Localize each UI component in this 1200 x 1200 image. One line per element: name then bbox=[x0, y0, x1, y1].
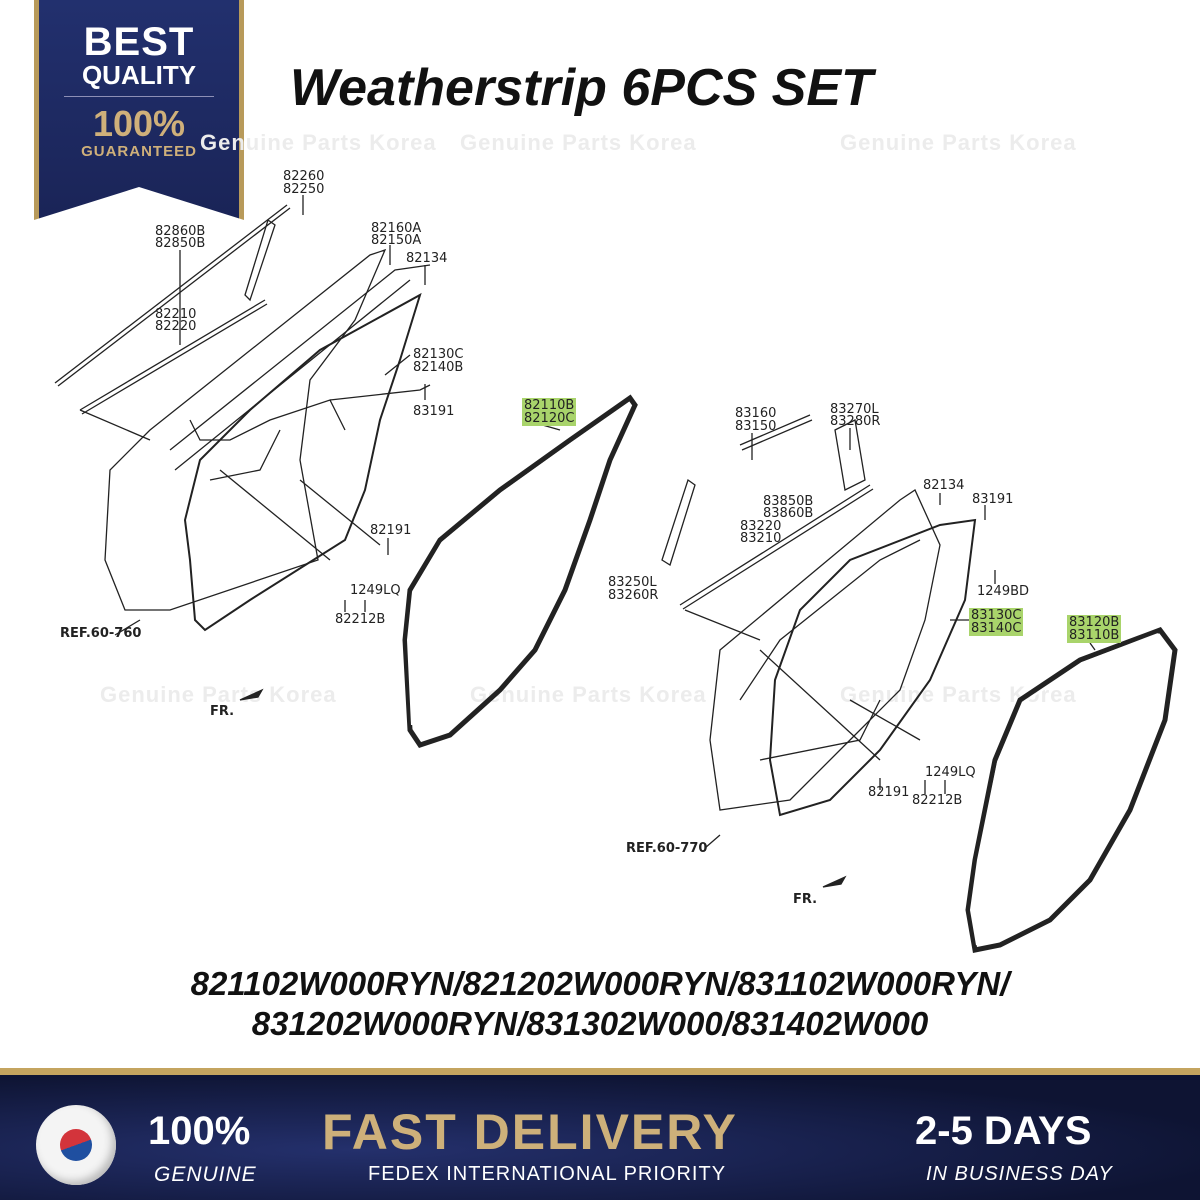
label-83280r: 83280R bbox=[830, 414, 881, 429]
watermark: Genuine Parts Korea bbox=[200, 130, 437, 155]
fr-arrow-icon bbox=[239, 688, 847, 888]
label-ref-60-770: REF.60-770 bbox=[626, 841, 708, 856]
label-83270l: 83270L bbox=[830, 402, 879, 417]
label-82210: 82210 bbox=[155, 307, 197, 322]
badge-best: BEST bbox=[83, 20, 195, 64]
fedex-label: FEDEX INTERNATIONAL PRIORITY bbox=[368, 1163, 727, 1185]
label-fr: FR. bbox=[210, 704, 235, 719]
label-82134: 82134 bbox=[406, 251, 448, 266]
fast-delivery-heading: FAST DELIVERY bbox=[322, 1104, 738, 1160]
label-82191: 82191 bbox=[868, 785, 910, 800]
label-83191: 83191 bbox=[413, 404, 455, 419]
genuine-label: GENUINE bbox=[154, 1163, 257, 1186]
label-82110b: 82110B bbox=[524, 398, 575, 413]
front-door-weatherstrip-82130c bbox=[183, 292, 422, 632]
label-82140b: 82140B bbox=[413, 360, 464, 375]
page-title: Weatherstrip 6PCS SET bbox=[290, 59, 873, 117]
label-fr: FR. bbox=[793, 892, 818, 907]
watermark: Genuine Parts Korea bbox=[460, 130, 697, 155]
label-83140c: 83140C bbox=[971, 621, 1022, 636]
label-82860b: 82860B bbox=[155, 224, 206, 239]
label-82130c: 82130C bbox=[413, 347, 464, 362]
label-83110b: 83110B bbox=[1069, 628, 1120, 643]
watermark: Genuine Parts Korea bbox=[100, 682, 337, 707]
front-body-weatherstrip-82110b bbox=[402, 394, 638, 748]
badge-divider bbox=[64, 96, 214, 97]
label-1249lq: 1249LQ bbox=[925, 765, 976, 780]
label-1249bd: 1249BD bbox=[977, 584, 1030, 599]
label-83860b: 83860B bbox=[763, 506, 814, 521]
label-82160a: 82160A bbox=[371, 221, 422, 236]
badge-guaranteed: GUARANTEED bbox=[81, 143, 197, 160]
watermark: Genuine Parts Korea bbox=[840, 130, 1077, 155]
front-door-frame bbox=[54, 204, 431, 611]
label-82212b: 82212B bbox=[912, 793, 963, 808]
business-day-label: IN BUSINESS DAY bbox=[926, 1163, 1113, 1185]
label-82260: 82260 bbox=[283, 169, 325, 184]
rear-door-frame bbox=[661, 414, 941, 811]
label-ref-60-760: REF.60-760 bbox=[60, 626, 142, 641]
label-83191: 83191 bbox=[972, 492, 1014, 507]
watermark: Genuine Parts Korea bbox=[470, 682, 707, 707]
best-quality-badge: BEST QUALITY 100% GUARANTEED bbox=[34, 0, 244, 220]
label-83160: 83160 bbox=[735, 406, 777, 421]
part-numbers-line-2: 831202W000RYN/831302W000/831402W000 bbox=[251, 1005, 929, 1042]
label-82212b: 82212B bbox=[335, 612, 386, 627]
label-83260r: 83260R bbox=[608, 588, 659, 603]
badge-quality: QUALITY bbox=[81, 60, 197, 90]
label-83250l: 83250L bbox=[608, 575, 657, 590]
genuine-percent: 100% bbox=[148, 1109, 251, 1153]
label-83850b: 83850B bbox=[763, 494, 814, 509]
label-83130c: 83130C bbox=[971, 608, 1022, 623]
badge-percent: 100% bbox=[92, 103, 186, 144]
parts-diagram bbox=[54, 195, 1178, 953]
label-1249lq: 1249LQ bbox=[350, 583, 401, 598]
label-83210: 83210 bbox=[740, 531, 782, 546]
label-83120b: 83120B bbox=[1069, 615, 1120, 630]
label-83220: 83220 bbox=[740, 519, 782, 534]
part-numbers-line-1: 821102W000RYN/821202W000RYN/831102W000RY… bbox=[190, 965, 1010, 1002]
label-83150: 83150 bbox=[735, 419, 777, 434]
label-82220: 82220 bbox=[155, 319, 197, 334]
rear-door-weatherstrip-83130c bbox=[768, 518, 977, 817]
label-82850b: 82850B bbox=[155, 236, 206, 251]
footer-banner: 100% GENUINE FAST DELIVERY FEDEX INTERNA… bbox=[0, 1068, 1200, 1200]
delivery-days: 2-5 DAYS bbox=[915, 1109, 1092, 1153]
label-82150a: 82150A bbox=[371, 233, 422, 248]
korea-flag-icon bbox=[36, 1105, 116, 1185]
label-82120c: 82120C bbox=[524, 411, 575, 426]
label-82134: 82134 bbox=[923, 478, 965, 493]
label-82250: 82250 bbox=[283, 182, 325, 197]
rear-body-weatherstrip-83120b bbox=[965, 627, 1178, 953]
label-82191: 82191 bbox=[370, 523, 412, 538]
